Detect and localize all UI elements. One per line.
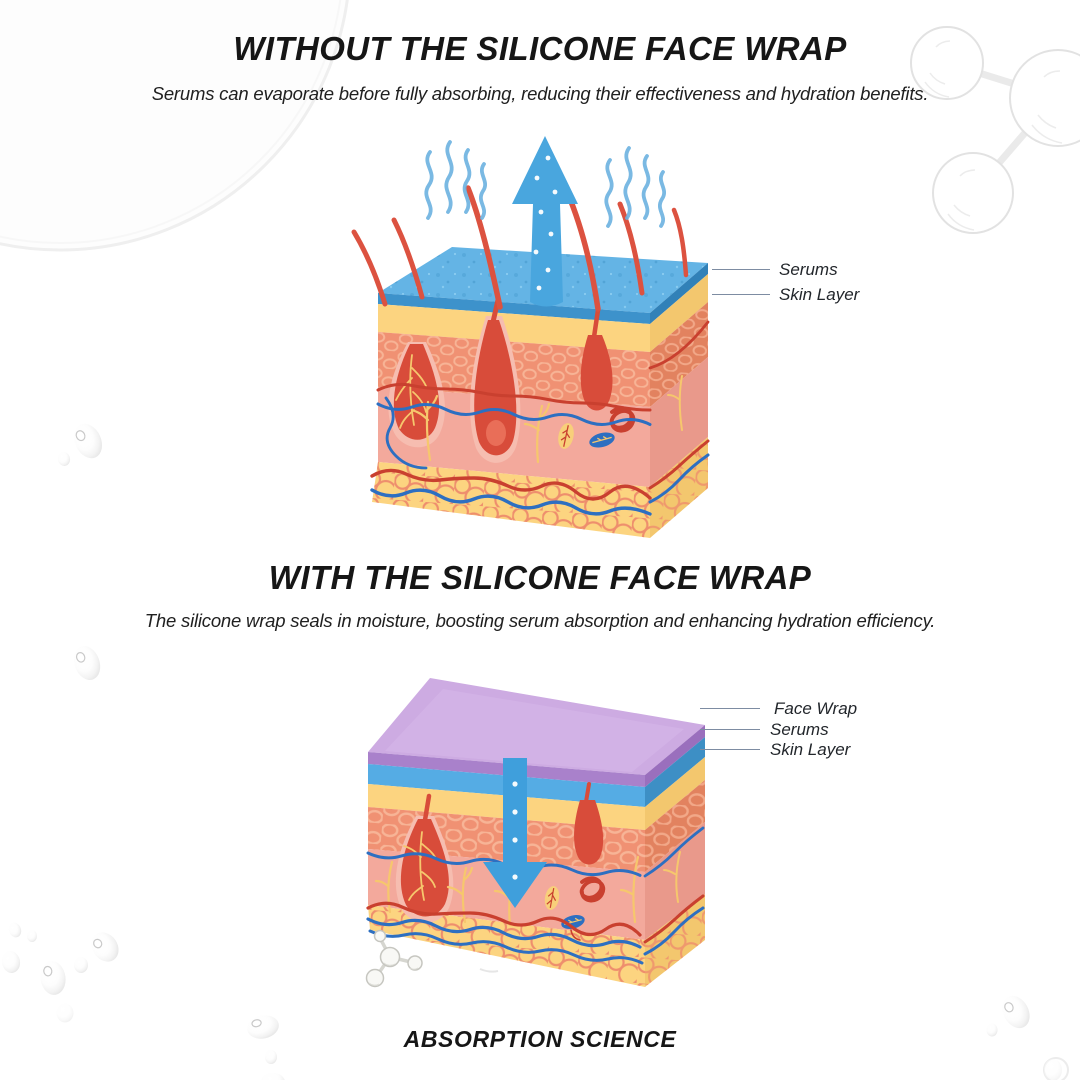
molecule-icon — [365, 929, 499, 988]
nerve-yellow-leaf — [558, 423, 574, 449]
skin-layers-side — [650, 274, 708, 538]
water-droplet-icon — [1002, 995, 1030, 1029]
water-droplet-icon — [261, 1073, 285, 1080]
footer-title: ABSORPTION SCIENCE — [403, 1026, 677, 1052]
water-droplet-icon — [57, 452, 71, 466]
hair-follicle — [574, 782, 604, 865]
hairs — [351, 185, 689, 312]
water-droplet-icon — [1044, 1059, 1062, 1080]
hair-follicle — [580, 307, 613, 411]
section-without-subtitle: Serums can evaporate before fully absorb… — [151, 83, 929, 104]
water-droplet-icon — [56, 1003, 74, 1023]
gland-blue-leaf — [589, 432, 615, 448]
water-droplet-icon — [73, 423, 103, 459]
layer-label-face-wrap: Face Wrap — [774, 699, 858, 718]
water-droplet-icon — [265, 1050, 277, 1064]
face-wrap-layer — [368, 678, 705, 787]
label-line-serums — [712, 269, 770, 270]
dermis-details — [366, 782, 705, 965]
hair-follicle — [400, 793, 449, 917]
water-droplets — [1, 423, 1062, 1080]
water-droplet-icon — [1, 951, 21, 973]
molecule-sketch-icon — [910, 26, 1080, 234]
red-sprout — [570, 929, 581, 941]
nerves — [374, 851, 681, 927]
label-line-serums-2 — [700, 729, 760, 730]
absorption-arrow-icon — [483, 758, 547, 908]
skin-diagram-with-wrap — [365, 678, 705, 988]
water-droplet-icon — [91, 932, 119, 962]
label-line-skin-layer-2 — [700, 749, 760, 750]
section-with-title: WITH THE SILICONE FACE WRAP — [268, 559, 812, 596]
nerve-yellow-leaf — [544, 886, 560, 910]
water-droplet-icon — [73, 646, 101, 680]
label-line-face-wrap — [700, 708, 760, 709]
section-without-title: WITHOUT THE SILICONE FACE WRAP — [233, 30, 847, 67]
skin-diagram-without-wrap — [351, 136, 710, 538]
sweat-gland-coil — [609, 406, 636, 433]
pencil-shadow — [479, 968, 499, 973]
water-droplet-icon — [247, 1015, 279, 1039]
steam-waves-icon — [424, 140, 667, 228]
water-droplet-icon — [27, 930, 37, 942]
water-droplet-icon — [74, 957, 88, 973]
nerves — [410, 375, 683, 464]
label-line-skin-layer — [712, 294, 770, 295]
water-droplet-icon — [40, 961, 66, 995]
section-with-subtitle: The silicone wrap seals in moisture, boo… — [144, 610, 936, 631]
sweat-gland-coil — [579, 876, 606, 903]
layer-label-serums-2: Serums — [770, 720, 829, 739]
layer-label-skin-layer-2: Skin Layer — [770, 740, 851, 759]
water-droplet-icon — [8, 922, 22, 938]
dermis-details — [370, 297, 710, 516]
evaporation-arrow-icon — [512, 136, 578, 307]
layer-label-serums: Serums — [779, 260, 838, 279]
layer-label-skin-layer: Skin Layer — [779, 285, 860, 304]
bubble-decoration — [0, 0, 349, 252]
water-droplet-icon — [986, 1023, 998, 1037]
blood-vessels — [370, 320, 710, 516]
